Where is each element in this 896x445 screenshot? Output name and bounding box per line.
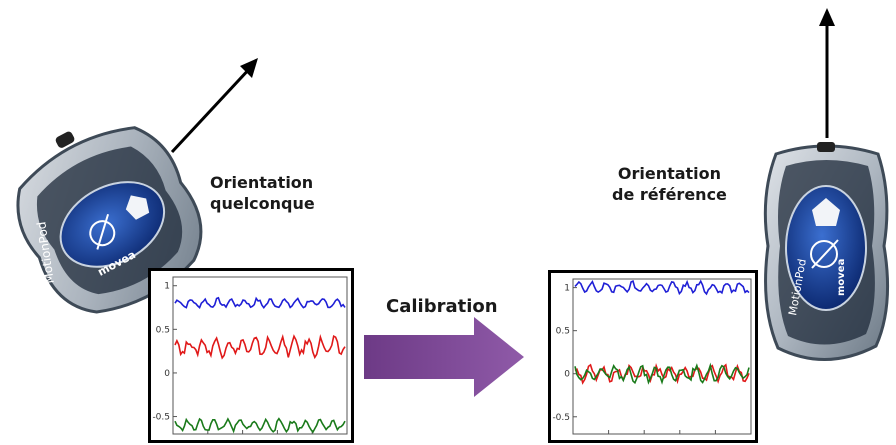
left-label-line2: quelconque — [210, 194, 315, 213]
y-tick-label: 1 — [164, 282, 170, 292]
right-plot-svg: 1 0.5 0 -0.5 — [552, 278, 752, 435]
signal-series-line — [574, 362, 750, 385]
left-orientation-label: Orientation quelconque — [210, 172, 315, 214]
plot-axes-frame — [172, 276, 348, 435]
y-tick-label: -0.5 — [152, 413, 170, 423]
signal-series-line — [174, 417, 346, 434]
motionpod-right-device: movea MotionPod — [763, 142, 890, 361]
left-signal-plot: 1 0.5 0 -0.5 — [148, 268, 354, 443]
y-tick-label: -0.5 — [552, 413, 570, 423]
y-tick-label: 0 — [164, 369, 170, 379]
y-tick-label: 0 — [564, 370, 570, 380]
right-label-line2: de référence — [612, 185, 727, 204]
motionpod-left-device: movea MotionPod — [16, 126, 203, 314]
calibration-arrow — [364, 317, 524, 397]
y-tick-label: 1 — [564, 284, 570, 294]
signal-series-line — [174, 333, 346, 360]
calibration-label: Calibration — [386, 296, 498, 317]
signal-series-line — [574, 279, 750, 296]
plot-axes-frame — [572, 278, 752, 435]
right-signal-plot: 1 0.5 0 -0.5 — [548, 270, 758, 443]
signal-series-line — [174, 296, 346, 310]
signal-series-line — [574, 363, 750, 385]
left-plot-svg: 1 0.5 0 -0.5 — [152, 276, 348, 435]
y-tick-label: 0.5 — [156, 325, 170, 335]
right-label-line1: Orientation — [617, 164, 722, 183]
left-label-line1: Orientation — [210, 173, 314, 192]
left-orientation-arrow — [170, 58, 258, 154]
right-orientation-label: Orientation de référence — [612, 163, 727, 205]
y-tick-label: 0.5 — [556, 327, 570, 337]
right-orientation-arrow — [819, 8, 835, 138]
right-device-logo: movea — [836, 259, 847, 296]
